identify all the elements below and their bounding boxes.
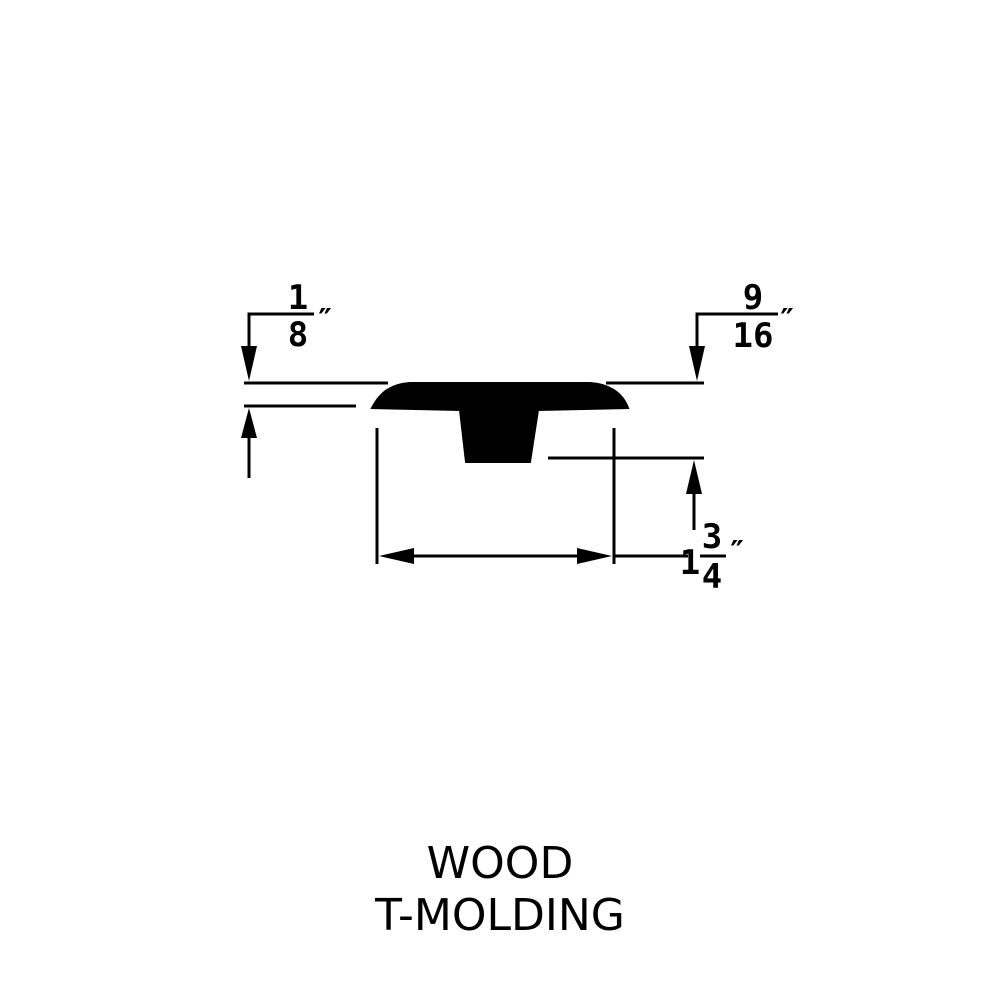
product-caption-line-1: WOOD — [426, 838, 574, 889]
thickness-numerator: 1 — [288, 278, 308, 318]
height-unit: ″ — [778, 303, 796, 338]
width-arrow-left — [379, 548, 414, 564]
width-unit: ″ — [728, 535, 746, 570]
width-denominator: 4 — [702, 557, 722, 597]
width-arrow-right — [577, 548, 612, 564]
thickness-leader-top — [247, 312, 290, 346]
thickness-arrow-up — [241, 408, 257, 438]
thickness-arrow-down — [241, 346, 257, 381]
t-molding-profile — [370, 382, 630, 463]
height-arrow-down — [689, 346, 705, 381]
thickness-dimension — [244, 312, 388, 478]
width-numerator: 3 — [702, 517, 722, 557]
height-denominator: 16 — [733, 316, 774, 356]
height-leader — [695, 312, 742, 346]
thickness-unit: ″ — [316, 303, 334, 338]
thickness-denominator: 8 — [288, 315, 308, 355]
height-label: 9 16 ″ — [728, 278, 796, 356]
height-dimension — [606, 312, 742, 385]
width-whole: 1 — [680, 543, 700, 583]
thickness-label: 1 8 ″ — [282, 278, 334, 355]
width-dimension — [375, 428, 704, 564]
product-caption-line-2: T-MOLDING — [375, 890, 625, 941]
width-label: 1 3 4 ″ — [680, 517, 746, 597]
width-arrow-up — [686, 460, 702, 494]
height-numerator: 9 — [743, 278, 763, 318]
